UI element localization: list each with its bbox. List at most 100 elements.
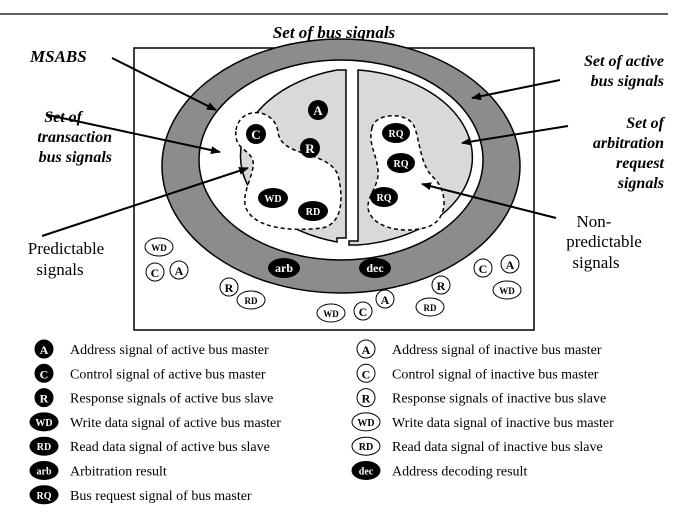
- svg-text:C: C: [151, 266, 160, 280]
- svg-text:RD: RD: [37, 442, 51, 453]
- legend-token-dec: dec: [351, 461, 381, 480]
- legend-label: Write data signal of active bus master: [70, 416, 281, 431]
- token-r-active: R: [300, 138, 320, 158]
- predictable-label-1: Predictable: [28, 239, 104, 258]
- svg-text:A: A: [362, 343, 371, 357]
- legend-token-rd: RD: [351, 436, 381, 456]
- token-dec: dec: [359, 258, 391, 278]
- svg-text:A: A: [381, 293, 390, 307]
- nonpredictable-arrow: [421, 182, 557, 219]
- token-rd-active: RD: [298, 201, 328, 221]
- token-c-inactive-1: C: [145, 262, 165, 282]
- svg-text:C: C: [251, 127, 260, 142]
- svg-text:WD: WD: [35, 418, 52, 429]
- legend-item-right-c: C Control signal of inactive bus master: [356, 363, 599, 383]
- legend-token-c: C: [356, 363, 376, 383]
- svg-text:arb: arb: [37, 467, 52, 478]
- legend-item-left-r: R Response signals of active bus slave: [34, 388, 273, 408]
- transaction-arrow: [47, 114, 221, 155]
- legend-label: Address signal of inactive bus master: [392, 343, 602, 358]
- svg-text:A: A: [506, 258, 515, 272]
- diagram-title: Set of bus signals: [273, 23, 396, 42]
- svg-text:RD: RD: [306, 207, 320, 218]
- token-c-active: C: [246, 124, 266, 144]
- legend-token-rd: RD: [29, 436, 59, 456]
- legend-item-left-wd: WD Write data signal of active bus master: [29, 412, 281, 432]
- legend-label: Control signal of inactive bus master: [392, 367, 599, 382]
- svg-text:dec: dec: [359, 467, 374, 478]
- svg-text:R: R: [305, 141, 315, 156]
- svg-text:RD: RD: [245, 296, 258, 306]
- nonpredictable-label-3: signals: [572, 253, 619, 272]
- legend-label: Read data signal of active bus slave: [70, 440, 270, 455]
- active-signals-label-1: Set of active: [584, 53, 664, 70]
- legend-item-right-a: A Address signal of inactive bus master: [356, 339, 602, 359]
- token-a-inactive-1: A: [169, 260, 189, 280]
- arbitration-label-1: Set of: [626, 115, 665, 132]
- legend-label: Response signals of active bus slave: [70, 392, 273, 407]
- svg-text:RD: RD: [359, 442, 373, 453]
- svg-text:WD: WD: [151, 243, 167, 253]
- transaction-label-2: transaction: [37, 129, 112, 146]
- token-rq-1: RQ: [382, 123, 410, 143]
- token-wd-inactive-2: WD: [316, 303, 346, 323]
- token-a-active: A: [308, 100, 328, 120]
- svg-text:dec: dec: [366, 261, 384, 275]
- svg-text:WD: WD: [323, 309, 339, 319]
- legend-token-arb: arb: [29, 461, 59, 480]
- token-c-inactive-3: C: [473, 258, 493, 278]
- svg-text:RD: RD: [424, 303, 437, 313]
- legend-item-left-a: A Address signal of active bus master: [34, 339, 269, 359]
- legend-item-right-rd: RD Read data signal of inactive bus slave: [351, 436, 603, 456]
- svg-text:RQ: RQ: [389, 129, 404, 140]
- legend-token-wd: WD: [351, 412, 381, 432]
- token-r-inactive-2: R: [431, 275, 451, 295]
- svg-text:C: C: [362, 367, 371, 381]
- token-rq-3: RQ: [370, 187, 398, 207]
- legend-label: Address signal of active bus master: [70, 343, 269, 358]
- token-rd-inactive-1: RD: [236, 290, 266, 310]
- token-a-inactive-2: A: [375, 289, 395, 309]
- legend-token-a: A: [34, 339, 54, 359]
- token-wd-inactive-1: WD: [144, 237, 174, 257]
- token-a-inactive-3: A: [500, 254, 520, 274]
- svg-text:WD: WD: [357, 418, 374, 429]
- msabs-label: MSABS: [29, 47, 87, 66]
- nonpredictable-label-1: Non-: [577, 212, 612, 231]
- svg-text:C: C: [479, 262, 488, 276]
- predictable-label-2: signals: [36, 260, 83, 279]
- legend-token-c: C: [34, 363, 54, 383]
- arbitration-arrow: [461, 125, 569, 146]
- legend-token-wd: WD: [29, 412, 59, 432]
- legend-item-left-arb: arb Arbitration result: [29, 461, 167, 480]
- arbitration-label-2: arbitration: [593, 135, 664, 152]
- svg-text:arb: arb: [275, 261, 293, 275]
- svg-text:A: A: [313, 103, 323, 118]
- legend-label: Control signal of active bus master: [70, 367, 266, 382]
- legend-label: Address decoding result: [392, 465, 527, 480]
- legend-token-rq: RQ: [29, 485, 59, 505]
- token-rd-inactive-2: RD: [415, 297, 445, 317]
- token-c-inactive-2: C: [353, 301, 373, 321]
- legend-label: Bus request signal of bus master: [70, 489, 252, 504]
- svg-text:RQ: RQ: [394, 159, 409, 170]
- nonpredictable-label-2: predictable: [566, 232, 642, 251]
- legend-label: Read data signal of inactive bus slave: [392, 440, 603, 455]
- svg-text:A: A: [40, 343, 49, 357]
- token-arb: arb: [268, 258, 300, 278]
- svg-text:WD: WD: [264, 194, 281, 205]
- svg-text:R: R: [362, 392, 371, 406]
- legend-item-left-rd: RD Read data signal of active bus slave: [29, 436, 270, 456]
- legend-label: Arbitration result: [70, 465, 167, 480]
- active-signals-arrow: [471, 79, 561, 101]
- token-rq-2: RQ: [387, 153, 415, 173]
- legend-item-right-dec: dec Address decoding result: [351, 461, 527, 480]
- legend-item-left-c: C Control signal of active bus master: [34, 363, 266, 383]
- svg-text:RQ: RQ: [377, 193, 392, 204]
- legend-item-left-rq: RQ Bus request signal of bus master: [29, 485, 252, 505]
- predictable-arrow: [41, 167, 249, 237]
- svg-text:R: R: [40, 392, 49, 406]
- arbitration-label-4: signals: [617, 175, 664, 192]
- svg-text:R: R: [225, 281, 234, 295]
